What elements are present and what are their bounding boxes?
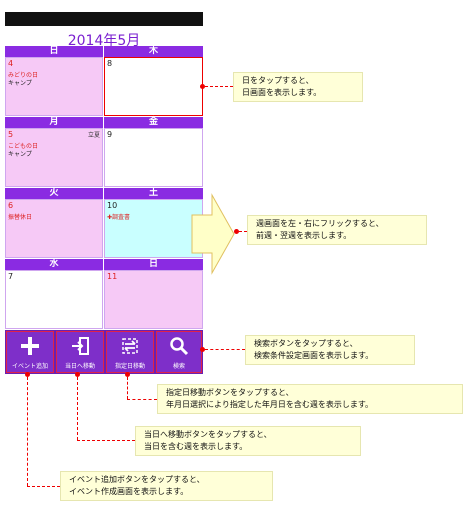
weekday-header-fri: 金 (104, 117, 203, 128)
day-number: 5 (8, 130, 14, 139)
pointer-line (205, 86, 233, 87)
pointer-dot (234, 229, 239, 234)
pointer-dot (25, 372, 30, 377)
day-cell-4[interactable]: 4 みどりの日 キャンプ (5, 57, 103, 116)
month-title: 2014年5月 (67, 33, 141, 49)
day-number: 6 (8, 201, 14, 210)
note-today: 当日へ移動ボタンをタップすると、 当日を含む週を表示します。 (135, 426, 361, 456)
note-line: 日をタップすると、 (242, 76, 314, 85)
holiday-label: こどもの日 (8, 143, 39, 150)
search-label: 検索 (172, 363, 185, 370)
go-date-label: 指定日移動 (114, 363, 145, 370)
go-today-button[interactable]: 当日へ移動 (56, 331, 104, 373)
day-cell-5[interactable]: 5 立夏 こどもの日 キャンプ (5, 128, 103, 187)
note-line: 週画面を左・右にフリックすると、 (256, 219, 384, 228)
day-cell-10[interactable]: 10 ✚調査書 (104, 199, 203, 258)
event-label: ✚調査書 (107, 214, 131, 221)
status-bar (5, 12, 203, 26)
search-icon (157, 336, 201, 362)
pointer-line (239, 231, 247, 232)
note-search: 検索ボタンをタップすると、 検索条件設定画面を表示します。 (245, 335, 415, 365)
day-number: 11 (107, 272, 118, 281)
note-line: 当日へ移動ボタンをタップすると、 (144, 430, 272, 439)
bottom-toolbar: イベント追加 当日へ移動 指定日移動 検索 (5, 330, 203, 374)
day-number: 8 (107, 59, 113, 68)
enter-icon (57, 336, 103, 362)
note-line: 当日を含む週を表示します。 (144, 442, 248, 451)
go-today-label: 当日へ移動 (64, 363, 95, 370)
weekday-header-sun: 日 (5, 46, 103, 57)
weekday-header-wed: 水 (5, 259, 103, 270)
day-cell-7[interactable]: 7 (5, 270, 103, 329)
note-line: イベント作成画面を表示します。 (69, 487, 189, 496)
day-number: 10 (107, 201, 118, 210)
swap-icon (107, 336, 153, 362)
go-date-button[interactable]: 指定日移動 (106, 331, 154, 373)
note-day-tap: 日をタップすると、 日画面を表示します。 (233, 72, 363, 102)
weekday-header-tue: 火 (5, 188, 103, 199)
add-event-label: イベント追加 (11, 363, 48, 370)
pointer-line (77, 377, 78, 440)
phone-screen: 2014年5月 日 木 4 みどりの日 キャンプ 8 月 金 5 立夏 こどもの… (5, 12, 203, 374)
holiday-label: みどりの日 (8, 72, 39, 79)
day-cell-6[interactable]: 6 振替休日 (5, 199, 103, 258)
weekday-header-mon: 月 (5, 117, 103, 128)
event-label: キャンプ (8, 80, 32, 87)
day-cell-9[interactable]: 9 (104, 128, 203, 187)
day-cell-8[interactable]: 8 (104, 57, 203, 116)
pointer-dot (125, 372, 130, 377)
pointer-line (127, 377, 128, 399)
event-label: キャンプ (8, 151, 32, 158)
note-line: 日画面を表示します。 (242, 88, 322, 97)
note-add-event: イベント追加ボタンをタップすると、 イベント作成画面を表示します。 (60, 471, 273, 501)
day-number: 7 (8, 272, 14, 281)
day-cell-11[interactable]: 11 (104, 270, 203, 329)
pointer-line (27, 486, 60, 487)
pointer-line (127, 399, 157, 400)
note-line: 年月日選択により指定した年月日を含む週を表示します。 (166, 400, 374, 409)
pointer-dot (200, 347, 205, 352)
add-event-button[interactable]: イベント追加 (6, 331, 54, 373)
day-number: 4 (8, 59, 14, 68)
search-button[interactable]: 検索 (156, 331, 202, 373)
plus-icon (7, 336, 53, 362)
note-date-move: 指定日移動ボタンをタップすると、 年月日選択により指定した年月日を含む週を表示し… (157, 384, 463, 414)
pointer-line (27, 377, 28, 486)
note-line: 検索ボタンをタップすると、 (254, 339, 358, 348)
note-line: 検索条件設定画面を表示します。 (254, 351, 374, 360)
weekday-header-sat: 土 (104, 188, 203, 199)
note-flick: 週画面を左・右にフリックすると、 前週・翌週を表示します。 (247, 215, 427, 245)
note-line: 指定日移動ボタンをタップすると、 (166, 388, 294, 397)
weekday-header-thu: 木 (104, 46, 203, 57)
pointer-line (205, 349, 245, 350)
day-number: 9 (107, 130, 113, 139)
pointer-dot (200, 84, 205, 89)
note-line: 前週・翌週を表示します。 (256, 231, 352, 240)
solar-term-label: 立夏 (87, 132, 100, 139)
note-line: イベント追加ボタンをタップすると、 (69, 475, 205, 484)
weekday-header-sun-2: 日 (104, 259, 203, 270)
flick-arrow-icon (191, 193, 235, 275)
holiday-label: 振替休日 (8, 214, 33, 221)
pointer-dot (75, 372, 80, 377)
pointer-line (77, 440, 135, 441)
